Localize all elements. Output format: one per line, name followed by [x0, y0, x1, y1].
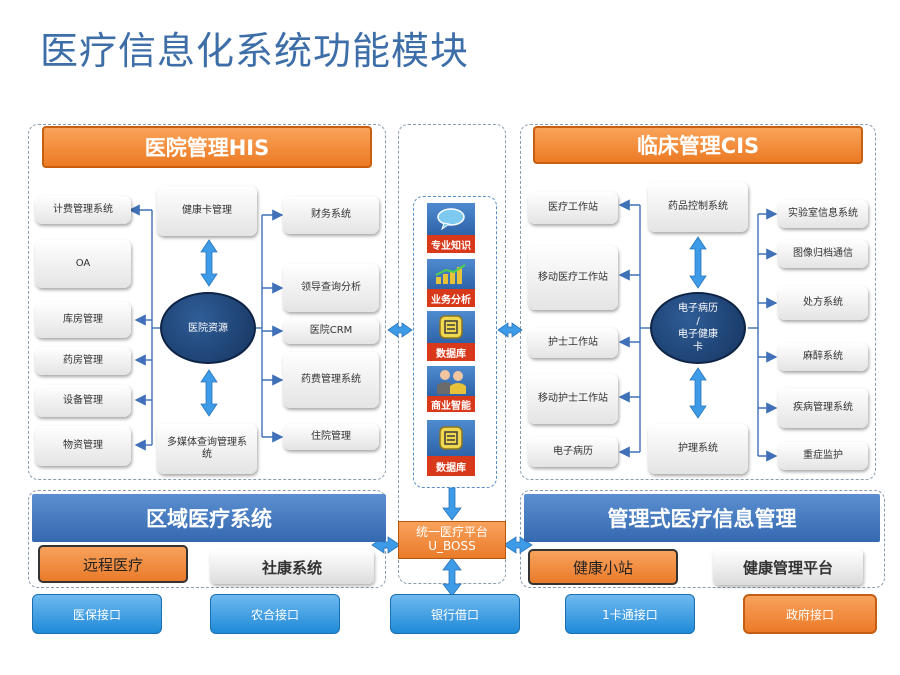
one-card-interface-button[interactable]: 1卡通接口 [565, 594, 695, 634]
strip-label-database: 数据库 [427, 343, 475, 361]
cis-right-anesthesia[interactable]: 麻醉系统 [778, 343, 868, 371]
cis-right-pacs[interactable]: 图像归档通信 [778, 240, 868, 268]
cis-bottom-nursing[interactable]: 护理系统 [648, 424, 748, 474]
knowledge-icon [427, 203, 475, 235]
cis-center-line-4: 卡 [693, 342, 703, 353]
cis-right-icu[interactable]: 重症监护 [778, 442, 868, 470]
cis-center-line-3: 电子健康 [678, 329, 718, 340]
his-top-health-card[interactable]: 健康卡管理 [157, 186, 257, 236]
his-right-crm[interactable]: 医院CRM [283, 318, 379, 344]
database-icon [427, 311, 475, 343]
cis-left-emr[interactable]: 电子病历 [528, 437, 618, 467]
his-container [28, 124, 386, 480]
his-center-resources[interactable]: 医院资源 [160, 292, 256, 364]
page-title: 医疗信息化系统功能模块 [40, 29, 470, 73]
platform-subtitle: U_BOSS [428, 539, 476, 553]
community-health-button[interactable]: 社康系统 [210, 550, 374, 584]
cis-center-line-2: / [696, 316, 700, 327]
cis-center-emr[interactable]: 电子病历 / 电子健康 卡 [650, 292, 746, 364]
cis-right-prescription[interactable]: 处方系统 [778, 286, 868, 320]
analysis-chart-icon [427, 259, 475, 289]
strip-label-database-2: 数据库 [427, 456, 475, 476]
his-header: 医院管理HIS [42, 126, 372, 168]
medical-insurance-interface-button[interactable]: 医保接口 [32, 594, 162, 634]
cis-left-mobile-medical[interactable]: 移动医疗工作站 [528, 246, 618, 310]
strip-label-bi: 商业智能 [427, 396, 475, 412]
cis-left-mobile-nurse[interactable]: 移动护士工作站 [528, 374, 618, 424]
his-left-warehouse[interactable]: 库房管理 [35, 302, 131, 338]
cis-right-lab[interactable]: 实验室信息系统 [778, 200, 868, 228]
database-icon-2 [427, 420, 475, 456]
cis-center-line-1: 电子病历 [678, 303, 718, 314]
middle-inner-container [413, 196, 497, 488]
his-right-leader-query[interactable]: 领导查询分析 [283, 264, 379, 312]
cis-container [520, 124, 876, 480]
bank-interface-button[interactable]: 银行借口 [390, 594, 520, 634]
platform-title: 统一医疗平台 [415, 525, 488, 540]
management-band: 管理式医疗信息管理 [524, 494, 880, 542]
his-left-billing[interactable]: 计费管理系统 [35, 196, 131, 224]
health-management-platform-button[interactable]: 健康管理平台 [713, 549, 863, 585]
strip-label-knowledge: 专业知识 [427, 235, 475, 253]
his-right-inpatient[interactable]: 住院管理 [283, 424, 379, 450]
cis-left-medical-station[interactable]: 医疗工作站 [528, 192, 618, 224]
government-interface-button[interactable]: 政府接口 [743, 594, 877, 634]
health-station-button[interactable]: 健康小站 [528, 549, 678, 585]
his-right-drug-cost[interactable]: 药费管理系统 [283, 352, 379, 408]
unified-platform[interactable]: 统一医疗平台 U_BOSS [398, 521, 506, 559]
cis-right-disease[interactable]: 疾病管理系统 [778, 388, 868, 428]
cis-header: 临床管理CIS [533, 126, 863, 164]
his-left-equipment[interactable]: 设备管理 [35, 385, 131, 417]
business-people-icon [427, 366, 475, 396]
cis-left-nurse-station[interactable]: 护士工作站 [528, 328, 618, 358]
remote-medical-button[interactable]: 远程医疗 [38, 545, 188, 583]
his-left-oa[interactable]: OA [35, 240, 131, 288]
his-right-finance[interactable]: 财务系统 [283, 196, 379, 234]
his-left-pharmacy[interactable]: 药房管理 [35, 347, 131, 375]
strip-label-analysis: 业务分析 [427, 289, 475, 307]
his-left-supplies[interactable]: 物资管理 [35, 426, 131, 466]
his-bottom-multimedia[interactable]: 多媒体查询管理系统 [157, 424, 257, 474]
cis-top-drug-control[interactable]: 药品控制系统 [648, 182, 748, 232]
rural-coop-interface-button[interactable]: 农合接口 [210, 594, 340, 634]
regional-band: 区域医疗系统 [32, 494, 386, 542]
